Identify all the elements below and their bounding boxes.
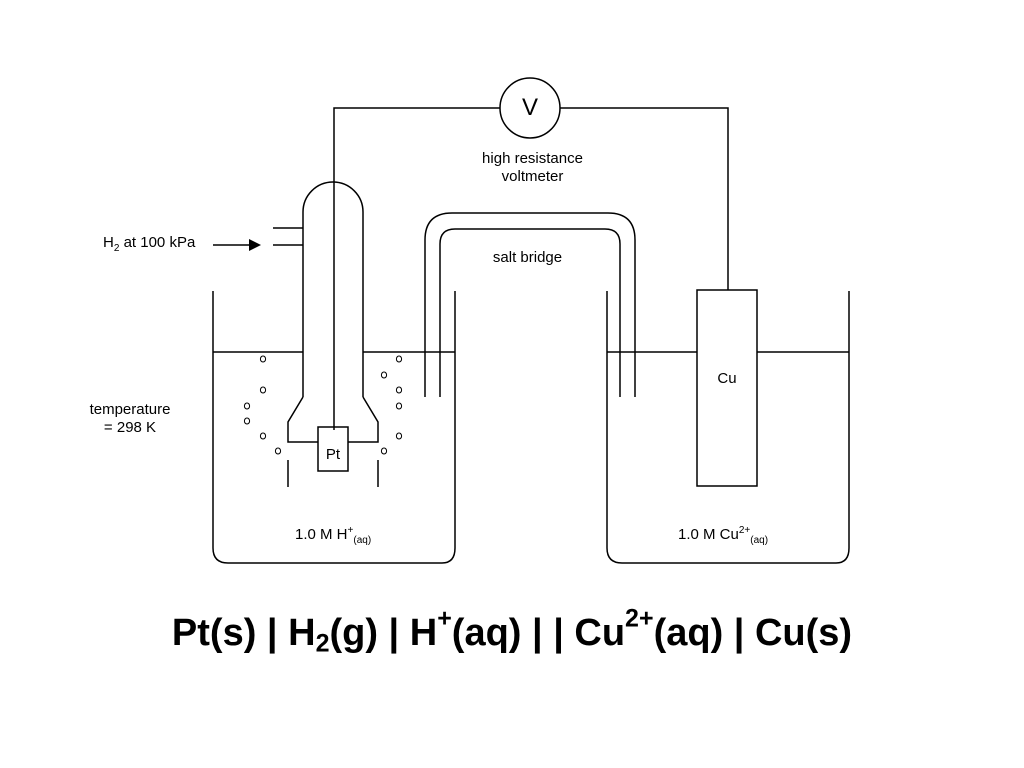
voltmeter-dial — [499, 77, 561, 139]
voltmeter-caption: high resistance voltmeter — [440, 150, 625, 186]
hydrogen-inlet-label: H2 at 100 kPa — [103, 234, 195, 258]
right-wire — [560, 107, 729, 290]
voltmeter-caption-line2: voltmeter — [501, 168, 564, 185]
cu-electrode — [696, 289, 758, 487]
gas-arrow-head — [249, 239, 261, 251]
cathode-solution-label: 1.0 M Cu2+(aq) — [678, 522, 768, 550]
cell-notation: Pt(s) | H2(g) | H+(aq) | | Cu2+(aq) | Cu… — [0, 606, 1024, 658]
anode-solution-main: 1.0 M H — [295, 526, 348, 543]
salt-bridge-outer — [424, 212, 636, 397]
hydrogen-bell-right — [348, 396, 379, 443]
temperature-label: temperature = 298 K — [70, 401, 190, 437]
temperature-line1: temperature — [89, 401, 171, 418]
notation-h-sup: + — [437, 604, 452, 633]
anode-solution-sup: + — [347, 525, 354, 536]
notation-cu-sup: 2+ — [625, 604, 654, 633]
left-wire — [333, 107, 500, 430]
hydrogen-tube-outer — [302, 181, 364, 397]
notation-part1: Pt(s) | H — [171, 612, 316, 654]
voltmeter-caption-line1: high resistance — [482, 150, 583, 167]
anode-solution-label: 1.0 M H+(aq) — [295, 522, 371, 550]
notation-part3: (aq) | | Cu — [451, 612, 626, 654]
right-beaker — [606, 291, 850, 564]
cathode-solution-sub: (aq) — [750, 535, 769, 546]
notation-h2-sub: 2 — [315, 629, 330, 658]
hydrogen-bell-left — [287, 396, 318, 443]
notation-part2: (g) | H — [329, 612, 438, 654]
hydrogen-bubbles — [243, 355, 403, 455]
notation-part4: (aq) | Cu(s) — [653, 612, 853, 654]
anode-solution-sub: (aq) — [353, 535, 372, 546]
temperature-line2: = 298 K — [103, 419, 157, 436]
pt-electrode-label: Pt — [325, 446, 341, 463]
h2-pressure: at 100 kPa — [119, 234, 196, 251]
h2-subscript: 2 — [113, 243, 120, 254]
left-beaker — [212, 291, 456, 564]
h2-species: H — [103, 234, 114, 251]
salt-bridge-inner — [439, 228, 621, 397]
pt-electrode — [317, 426, 349, 472]
gas-inlet-pipe — [273, 227, 303, 246]
cathode-solution-main: 1.0 M Cu — [678, 526, 739, 543]
cu-electrode-label: Cu — [717, 370, 737, 387]
cathode-solution-sup: 2+ — [738, 525, 751, 536]
salt-bridge-label: salt bridge — [492, 249, 563, 266]
voltmeter-symbol: V — [521, 94, 538, 121]
